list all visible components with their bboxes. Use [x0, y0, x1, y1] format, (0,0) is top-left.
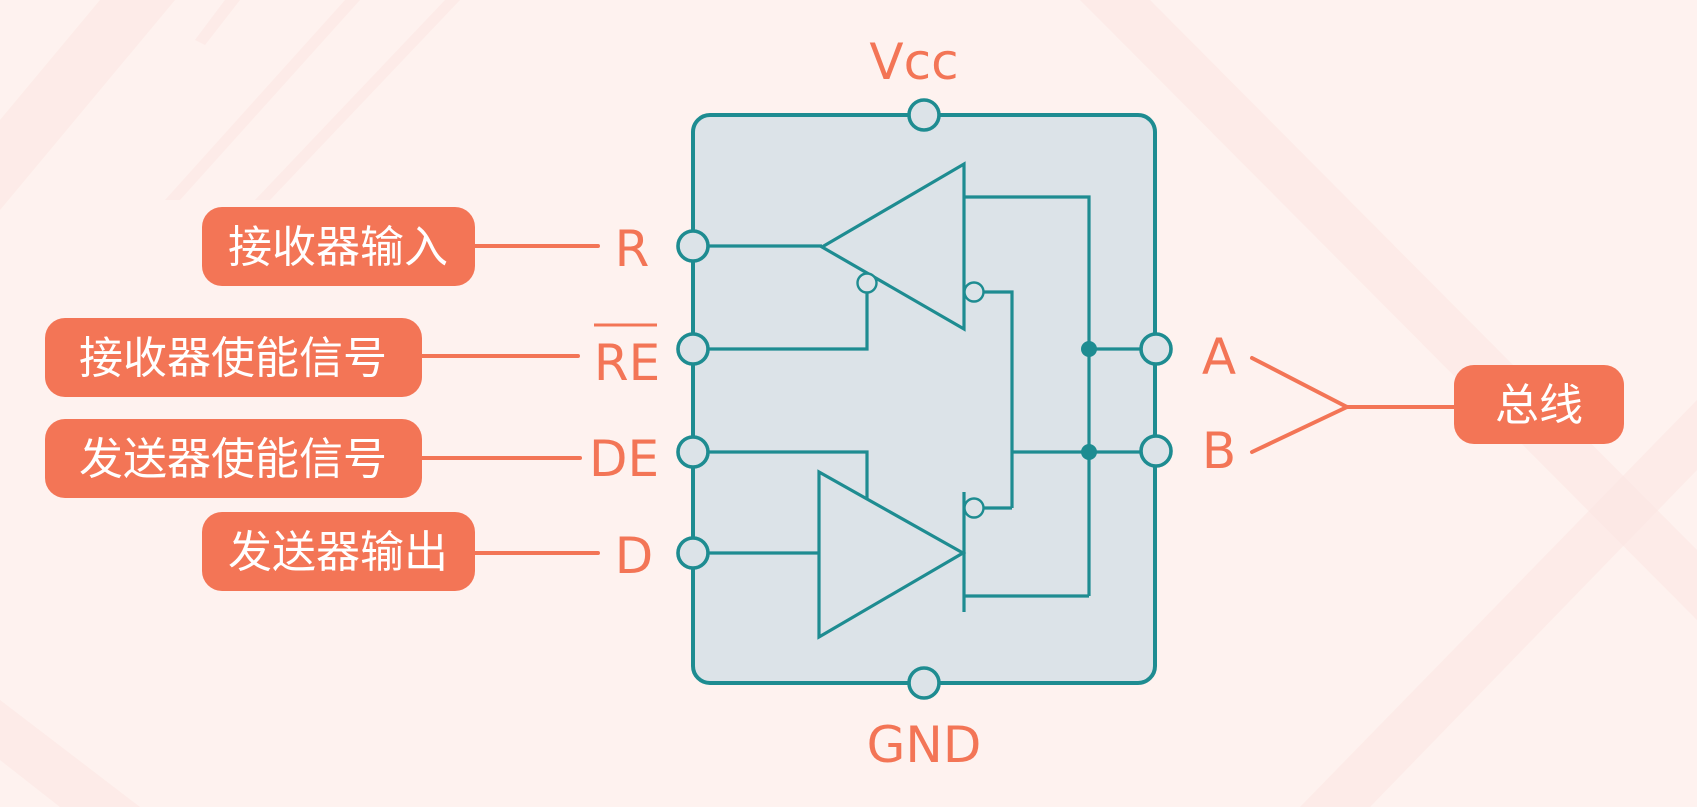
- label-box: [45, 318, 422, 397]
- pin-label-b: B: [1202, 422, 1236, 480]
- label-driver-enable: 发送器使能信号: [45, 419, 422, 498]
- junction-a: [1081, 341, 1097, 357]
- pin-b[interactable]: [1139, 434, 1173, 468]
- pin-label-a: A: [1202, 328, 1236, 386]
- label-box: [45, 419, 422, 498]
- bus-connector-b: [1250, 405, 1349, 454]
- label-driver-output: 发送器输出: [202, 512, 475, 591]
- pin-label-r: R: [615, 220, 650, 278]
- wire-re: [693, 293, 869, 351]
- driver-output-bubble: [963, 497, 985, 519]
- vcc-label: Vcc: [869, 33, 958, 91]
- label-text: 接收器输入: [228, 222, 448, 273]
- label-box: [1454, 365, 1624, 444]
- pin-label-d: D: [615, 527, 654, 585]
- re-inverter-bubble: [856, 272, 878, 294]
- wire-de: [693, 450, 869, 499]
- pin-a[interactable]: [1139, 332, 1173, 366]
- label-text: 发送器使能信号: [79, 434, 387, 485]
- label-text: 接收器使能信号: [79, 333, 387, 384]
- label-box: [202, 512, 475, 591]
- junction-b: [1081, 444, 1097, 460]
- pin-r[interactable]: [676, 229, 710, 263]
- pin-label-re: RE: [594, 334, 660, 392]
- pin-label-de: DE: [589, 430, 659, 488]
- gnd-label: GND: [867, 716, 982, 774]
- pin-vcc[interactable]: [907, 98, 941, 132]
- label-bus: 总线: [1454, 365, 1624, 444]
- pin-gnd[interactable]: [907, 666, 941, 700]
- pin-d[interactable]: [676, 536, 710, 570]
- pin-re[interactable]: [676, 332, 710, 366]
- receiver-output-bubble: [963, 281, 985, 303]
- pin-de[interactable]: [676, 435, 710, 469]
- label-box: [202, 207, 475, 286]
- wire-receiver-inv: [984, 290, 1014, 508]
- chip-body: [691, 113, 1157, 685]
- label-text: 发送器输出: [228, 527, 448, 578]
- bus-connector-a: [1250, 356, 1349, 409]
- label-receiver-input: 接收器输入: [202, 207, 475, 286]
- wire-receiver-output: [964, 195, 1091, 596]
- receiver-amplifier: [818, 161, 966, 332]
- label-receiver-enable: 接收器使能信号: [45, 318, 422, 397]
- label-text: 总线: [1495, 380, 1583, 431]
